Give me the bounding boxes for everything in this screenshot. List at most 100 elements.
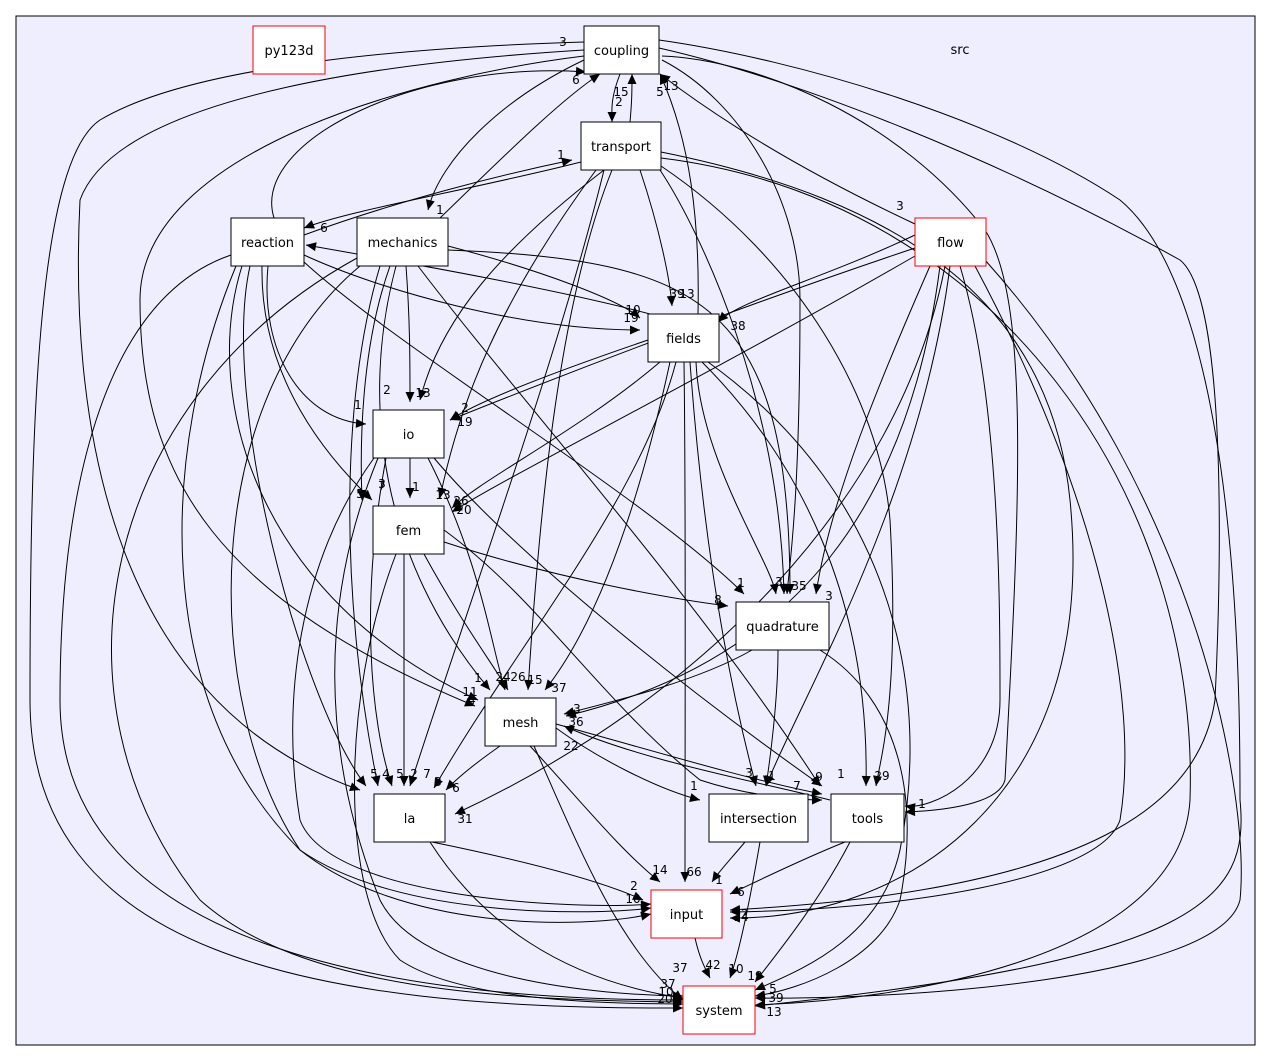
edge-label: 19 — [457, 415, 472, 429]
arrowhead — [813, 583, 822, 594]
edge — [139, 55, 585, 707]
arrowhead — [564, 725, 575, 735]
node-label: intersection — [720, 812, 797, 827]
edge — [419, 169, 605, 401]
arrowhead — [399, 776, 409, 786]
arrowhead — [480, 679, 490, 690]
node-label: mechanics — [368, 236, 438, 251]
edge — [659, 73, 699, 315]
edge-label: 20 — [657, 992, 672, 1006]
src-cluster — [15, 15, 1256, 1046]
edge-label: 7 — [378, 479, 386, 493]
node-reaction[interactable]: reaction — [230, 217, 305, 267]
arrowhead — [455, 805, 466, 814]
node-input[interactable]: input — [650, 889, 723, 939]
arrowhead — [873, 775, 882, 786]
edge-label: 39 — [768, 991, 783, 1005]
node-label: reaction — [241, 236, 294, 251]
edge — [433, 457, 823, 787]
edge-label: 10 — [728, 962, 743, 976]
arrowhead — [545, 679, 555, 690]
edge-label: 12 — [733, 907, 748, 921]
edge-label: 1 — [557, 148, 565, 162]
edge — [230, 265, 652, 923]
node-mechanics[interactable]: mechanics — [356, 217, 449, 267]
arrowhead — [733, 583, 744, 594]
node-label: io — [403, 428, 415, 443]
arrowhead — [371, 775, 381, 786]
edge-label: 10 — [625, 892, 640, 906]
edge-label: 39 — [669, 287, 684, 301]
edge-label: 37 — [672, 961, 687, 975]
arrowhead — [640, 900, 651, 910]
edge-label: 1 — [918, 797, 926, 811]
edge-label: 3 — [745, 766, 753, 780]
edge-label: 4 — [382, 767, 390, 781]
edge — [429, 841, 684, 999]
node-fem[interactable]: fem — [372, 505, 445, 555]
arrowhead — [627, 74, 637, 84]
node-coupling[interactable]: coupling — [583, 25, 660, 75]
edge — [59, 254, 684, 1001]
edge-label: 13 — [679, 287, 694, 301]
edge-label: 1 — [737, 576, 745, 590]
node-quadrature[interactable]: quadrature — [735, 601, 830, 651]
edge-label: 26 — [510, 670, 525, 684]
node-label: flow — [937, 236, 964, 251]
edge-label: 3 — [896, 199, 904, 213]
edge — [529, 745, 661, 883]
node-tools[interactable]: tools — [830, 793, 905, 843]
edge-label: 1 — [412, 480, 420, 494]
edge — [423, 553, 509, 691]
arrowhead — [405, 488, 415, 498]
edge — [658, 47, 1220, 911]
arrowhead — [811, 776, 822, 786]
arrowhead — [361, 489, 372, 500]
arrowhead — [564, 707, 575, 716]
edge — [658, 39, 1242, 1007]
edge — [533, 745, 684, 1001]
node-la[interactable]: la — [373, 793, 446, 843]
edge-label: 2 — [461, 401, 469, 415]
edge — [303, 261, 745, 595]
arrowhead — [524, 679, 534, 690]
edge-label: 31 — [457, 812, 472, 826]
edge-label: 22 — [563, 739, 578, 753]
node-transport[interactable]: transport — [580, 121, 662, 171]
cluster-label: src — [951, 43, 970, 58]
arrowhead — [755, 990, 766, 1000]
edge-label: 1 — [436, 203, 444, 217]
node-mesh[interactable]: mesh — [484, 697, 557, 747]
arrowhead — [660, 74, 669, 85]
edge — [303, 159, 573, 236]
edge — [417, 265, 821, 787]
node-system[interactable]: system — [682, 985, 756, 1035]
edge-label: 9 — [815, 770, 823, 784]
arrowhead — [640, 911, 651, 921]
arrowhead — [450, 410, 461, 420]
arrowhead — [666, 295, 676, 306]
edge-label: 3 — [378, 477, 386, 491]
edge — [451, 361, 661, 509]
node-label: transport — [591, 140, 651, 155]
arrowhead — [755, 1000, 766, 1010]
arrowhead — [408, 775, 418, 786]
edge — [683, 361, 686, 883]
arrowhead — [384, 775, 394, 786]
node-io[interactable]: io — [372, 409, 445, 459]
arrowhead — [306, 242, 317, 252]
edge-label: 5 — [356, 487, 364, 501]
edge-label: 66 — [686, 865, 701, 879]
node-py123d[interactable]: py123d — [252, 25, 326, 75]
edge — [565, 265, 941, 717]
edge-label: 6 — [737, 885, 745, 899]
node-intersection[interactable]: intersection — [708, 793, 809, 843]
node-flow[interactable]: flow — [914, 217, 987, 267]
edge-label: 6 — [452, 781, 460, 795]
arrowhead — [356, 775, 366, 786]
edge — [439, 73, 601, 219]
arrowhead — [632, 891, 643, 900]
node-fields[interactable]: fields — [647, 313, 720, 363]
arrowhead — [673, 999, 683, 1009]
arrowhead — [763, 775, 772, 786]
